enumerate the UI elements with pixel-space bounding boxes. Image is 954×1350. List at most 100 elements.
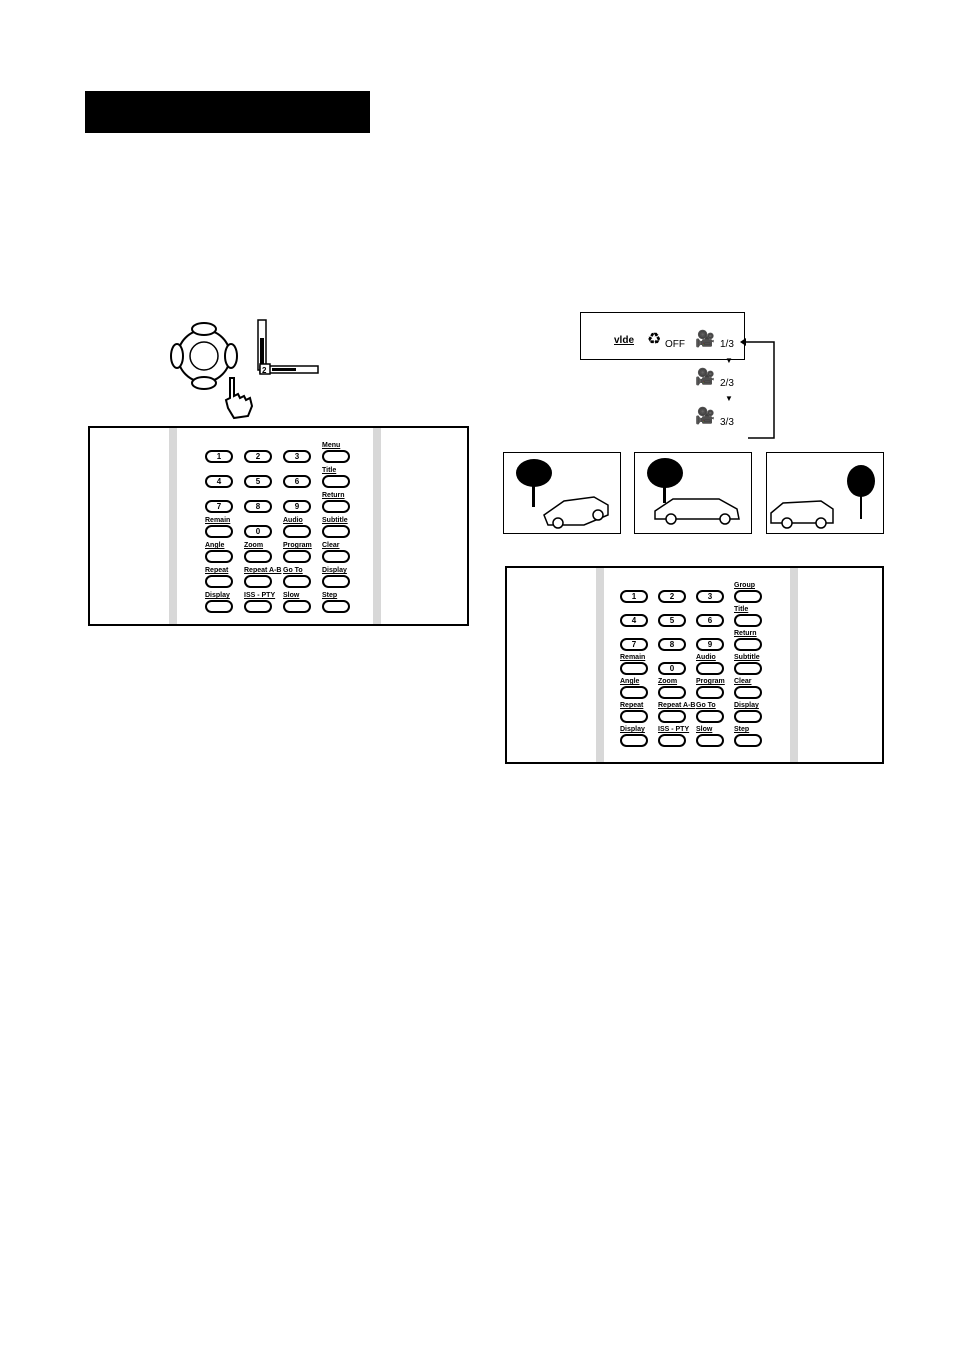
right-key-label: Subtitle (734, 654, 760, 661)
right-key-5[interactable]: 5 (658, 614, 686, 627)
right-key-label: Angle (620, 678, 640, 685)
right-key-label: Clear (734, 678, 752, 685)
right-key-display[interactable] (734, 710, 762, 723)
camera-angle-icon: 🎥 (695, 331, 715, 348)
right-key-2[interactable]: 2 (658, 590, 686, 603)
left-key-step[interactable] (322, 600, 350, 613)
left-key-slow[interactable] (283, 600, 311, 613)
left-key-subtitle[interactable] (322, 525, 350, 538)
right-key-title[interactable] (734, 614, 762, 627)
right-key-label: Slow (696, 726, 713, 733)
left-key-label: Clear (322, 542, 340, 549)
nav-pad-svg: 2 (170, 319, 319, 420)
right-key-8[interactable]: 8 (658, 638, 686, 651)
right-key-label: Audio (696, 654, 716, 661)
left-key-display[interactable] (322, 575, 350, 588)
right-key-7[interactable]: 7 (620, 638, 648, 651)
left-key-label: Repeat (205, 567, 229, 574)
tree-car-illustration (770, 465, 875, 529)
right-key-step[interactable] (734, 734, 762, 747)
left-key-angle[interactable] (205, 550, 233, 563)
left-key-zoom[interactable] (244, 550, 272, 563)
left-key-iss-pty[interactable] (244, 600, 272, 613)
right-key-repeat-a-b[interactable] (658, 710, 686, 723)
left-key-4[interactable]: 4 (205, 475, 233, 488)
right-key-audio[interactable] (696, 662, 724, 675)
left-key-menu[interactable] (322, 450, 350, 463)
right-key-label: Go To (696, 702, 716, 709)
left-key-label: Program (283, 542, 312, 549)
right-key-slow[interactable] (696, 734, 724, 747)
right-key-6[interactable]: 6 (696, 614, 724, 627)
right-key-iss-pty[interactable] (658, 734, 686, 747)
left-key-6[interactable]: 6 (283, 475, 311, 488)
arrow-down-icon: ▼ (725, 356, 733, 365)
right-key-9[interactable]: 9 (696, 638, 724, 651)
right-key-program[interactable] (696, 686, 724, 699)
left-key-0[interactable]: 0 (244, 525, 272, 538)
right-key-1[interactable]: 1 (620, 590, 648, 603)
right-key-0[interactable]: 0 (658, 662, 686, 675)
left-key-7[interactable]: 7 (205, 500, 233, 513)
right-key-label: Display (620, 726, 645, 733)
repeat-icon: ♻ (647, 331, 662, 348)
camera-angle-icon: 🎥 (695, 408, 715, 425)
repeat-off-label: OFF (665, 339, 685, 350)
left-key-repeat-a-b[interactable] (244, 575, 272, 588)
angle-osd-box: vlde ♻ OFF 🎥 1/3 (580, 312, 745, 360)
left-key-3[interactable]: 3 (283, 450, 311, 463)
right-key-label: Repeat A-B (658, 702, 696, 709)
left-key-label: Subtitle (322, 517, 348, 524)
right-key-label: Step (734, 726, 750, 733)
right-key-repeat[interactable] (620, 710, 648, 723)
left-key-label: Audio (283, 517, 303, 524)
right-key-3[interactable]: 3 (696, 590, 724, 603)
left-key-9[interactable]: 9 (283, 500, 311, 513)
right-key-label: Zoom (658, 678, 678, 685)
right-key-display[interactable] (620, 734, 648, 747)
left-key-label: Angle (205, 542, 225, 549)
right-key-group[interactable] (734, 590, 762, 603)
left-key-remain[interactable] (205, 525, 233, 538)
left-key-2[interactable]: 2 (244, 450, 272, 463)
angle-scene-3 (766, 452, 884, 534)
right-key-subtitle[interactable] (734, 662, 762, 675)
left-key-label: Menu (322, 442, 341, 449)
left-key-8[interactable]: 8 (244, 500, 272, 513)
left-key-title[interactable] (322, 475, 350, 488)
right-key-clear[interactable] (734, 686, 762, 699)
nav-pad-illustration: 2 (160, 318, 320, 420)
camera-angle-icon: 🎥 (695, 369, 715, 386)
left-key-label: ISS - PTY (244, 592, 276, 599)
left-key-5[interactable]: 5 (244, 475, 272, 488)
angle-scene-2 (634, 452, 752, 534)
right-key-angle[interactable] (620, 686, 648, 699)
left-key-audio[interactable] (283, 525, 311, 538)
right-key-label: Program (696, 678, 725, 685)
right-key-4[interactable]: 4 (620, 614, 648, 627)
left-key-label: Title (322, 467, 337, 474)
left-key-label: Return (322, 492, 345, 499)
arrow-down-icon: ▼ (725, 394, 733, 403)
right-key-remain[interactable] (620, 662, 648, 675)
angle-1-label: 1/3 (720, 339, 734, 350)
left-key-return[interactable] (322, 500, 350, 513)
angle-2-label: 2/3 (720, 378, 734, 389)
left-key-repeat[interactable] (205, 575, 233, 588)
left-key-label: Display (205, 592, 230, 599)
left-key-label: Slow (283, 592, 300, 599)
angle-osd-diagram: vlde ♻ OFF 🎥 1/3 ▼ 🎥 2/3 ▼ 🎥 3/3 (580, 312, 780, 442)
right-key-return[interactable] (734, 638, 762, 651)
nav-left-button (170, 343, 184, 369)
left-key-clear[interactable] (322, 550, 350, 563)
right-key-go-to[interactable] (696, 710, 724, 723)
dvd-icon: vlde (614, 335, 635, 346)
left-key-1[interactable]: 1 (205, 450, 233, 463)
right-key-zoom[interactable] (658, 686, 686, 699)
left-key-go-to[interactable] (283, 575, 311, 588)
left-key-program[interactable] (283, 550, 311, 563)
section-header-bar (85, 91, 370, 133)
left-key-display[interactable] (205, 600, 233, 613)
